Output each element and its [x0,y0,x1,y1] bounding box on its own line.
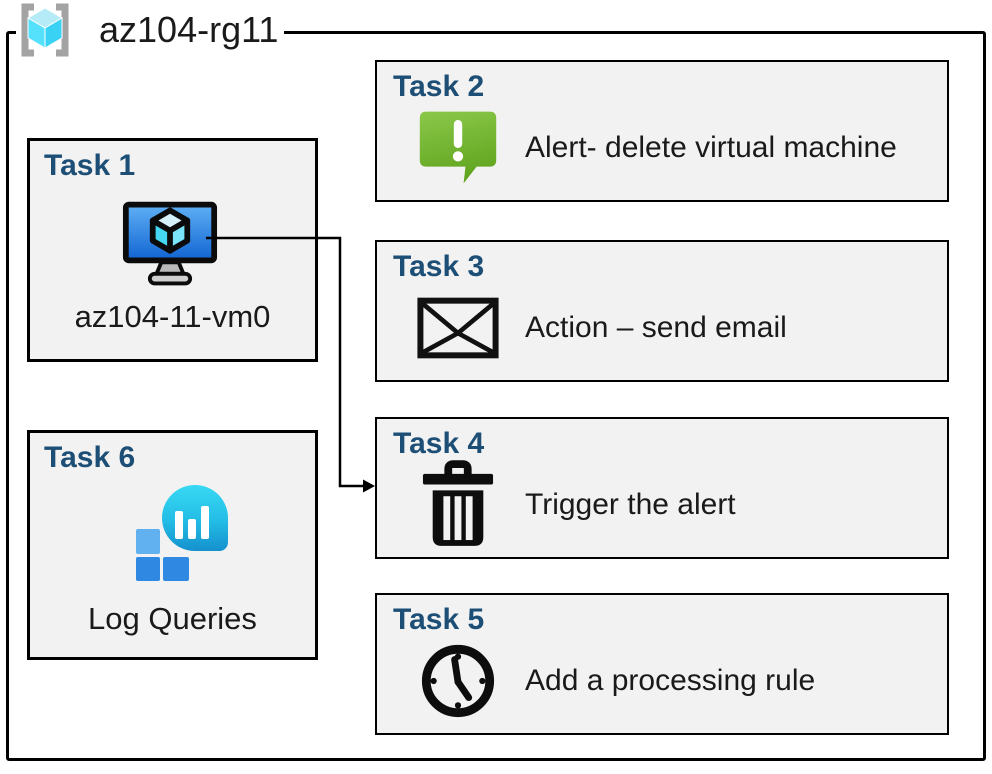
frame-title-gap [16,27,284,38]
task3-heading: Task 3 [393,250,485,283]
alert-message-icon [419,111,497,183]
email-envelope-icon [417,297,499,358]
bar-chart-bar [175,511,183,539]
task5-heading: Task 5 [393,603,485,636]
log-analytics-square [136,557,160,581]
task3-label: Action – send email [525,310,787,344]
task6-label: Log Queries [88,601,257,636]
resource-group-frame [6,31,986,761]
resource-group-icon [21,3,69,57]
resource-group-header: az104-rg11 [13,2,278,58]
task2-heading: Task 2 [393,70,485,103]
log-analytics-square [136,529,160,554]
task1-heading: Task 1 [44,149,136,182]
task2-box: Task 2 Alert- delete virtual machine [375,60,949,202]
clock-icon [421,644,495,717]
task2-label: Alert- delete virtual machine [525,130,897,164]
task5-label: Add a processing rule [525,663,816,697]
task4-box: Task 4 Trigger the alert [375,417,949,559]
log-analytics-square [163,557,189,581]
task4-label: Trigger the alert [525,488,736,521]
task1-box: Task 1 az104-11-vm0 [27,138,318,362]
log-analytics-bubble [162,485,228,551]
bar-chart-bar [201,506,209,539]
resource-group-name: az104-rg11 [99,9,279,50]
task4-heading: Task 4 [393,427,485,460]
trash-icon [422,460,494,546]
task3-box: Task 3 Action – send email [375,240,949,382]
bar-chart-bar [188,519,196,539]
virtual-machine-icon [122,201,218,286]
task5-box: Add a processing rule Task 5 [375,593,949,735]
task1-label: az104-11-vm0 [74,299,271,334]
task6-box: Task 6 Log Queries [27,430,318,660]
task6-heading: Task 6 [44,441,136,474]
log-analytics-icon [136,485,236,581]
